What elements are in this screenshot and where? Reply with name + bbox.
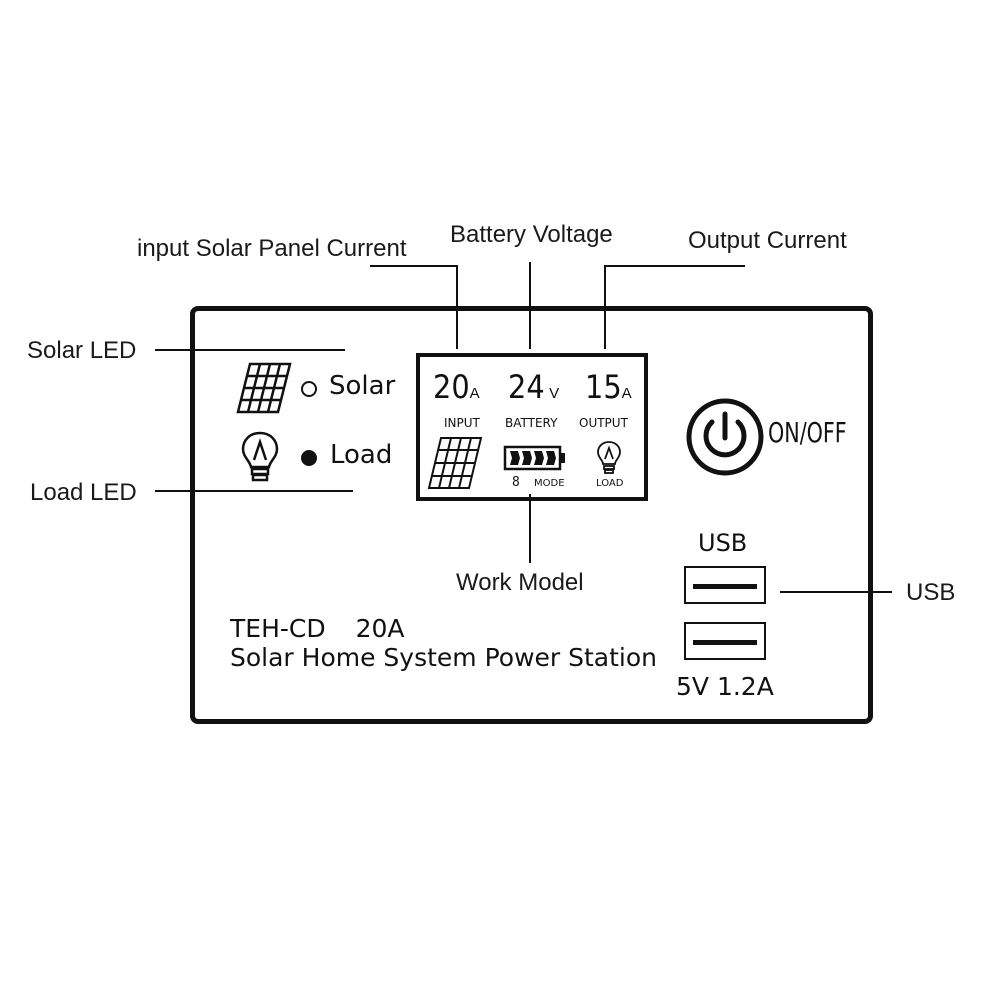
output-current-value: 15 — [585, 368, 622, 406]
product-name: Solar Home System Power Station — [230, 643, 658, 672]
leader-input-current — [370, 265, 458, 349]
lcd-display — [416, 353, 648, 501]
power-button-label: ON/OFF — [768, 416, 847, 449]
load-led-indicator — [301, 450, 317, 466]
solar-led-indicator — [301, 381, 317, 397]
lcd-input-label: INPUT — [444, 416, 480, 430]
lcd-mode-label: MODE — [534, 478, 565, 489]
model-rating: 20A — [355, 614, 405, 643]
power-icon[interactable] — [684, 396, 766, 478]
controller-panel — [190, 306, 873, 724]
callout-usb: USB — [906, 579, 956, 606]
lcd-solar-panel-icon — [427, 437, 483, 489]
input-current-readout: 20A — [433, 368, 480, 406]
load-indicator-label: Load — [330, 440, 393, 470]
battery-voltage-readout: 24 V — [508, 368, 559, 406]
solar-indicator-label: Solar — [329, 371, 396, 401]
lcd-battery-label: BATTERY — [505, 416, 558, 430]
callout-load-led: Load LED — [30, 479, 137, 506]
usb-port-2[interactable] — [684, 622, 766, 660]
leader-output-current — [604, 265, 745, 349]
output-current-unit: A — [621, 385, 632, 402]
lcd-output-label: OUTPUT — [579, 416, 628, 430]
usb-port-1[interactable] — [684, 566, 766, 604]
callout-battery-voltage: Battery Voltage — [450, 221, 613, 248]
usb-port-label: USB — [698, 529, 748, 557]
lcd-light-bulb-icon — [597, 441, 621, 474]
battery-voltage-unit: V — [549, 385, 560, 402]
usb-rating-label: 5V 1.2A — [676, 672, 774, 701]
model-line: TEH-CD 20A — [230, 614, 405, 643]
callout-work-model: Work Model — [456, 569, 584, 596]
model-name: TEH-CD — [230, 614, 326, 643]
callout-input-solar-current: input Solar Panel Current — [137, 235, 407, 262]
callout-output-current: Output Current — [688, 227, 847, 254]
input-current-unit: A — [469, 385, 480, 402]
battery-icon — [503, 445, 565, 471]
mode-digit: 8 — [512, 475, 520, 490]
lcd-load-label: LOAD — [596, 478, 624, 489]
input-current-value: 20 — [433, 368, 470, 406]
callout-solar-led: Solar LED — [27, 337, 137, 364]
output-current-readout: 15A — [585, 368, 632, 406]
solar-panel-icon — [236, 362, 292, 414]
light-bulb-icon — [241, 431, 279, 482]
battery-voltage-value: 24 — [508, 368, 545, 406]
